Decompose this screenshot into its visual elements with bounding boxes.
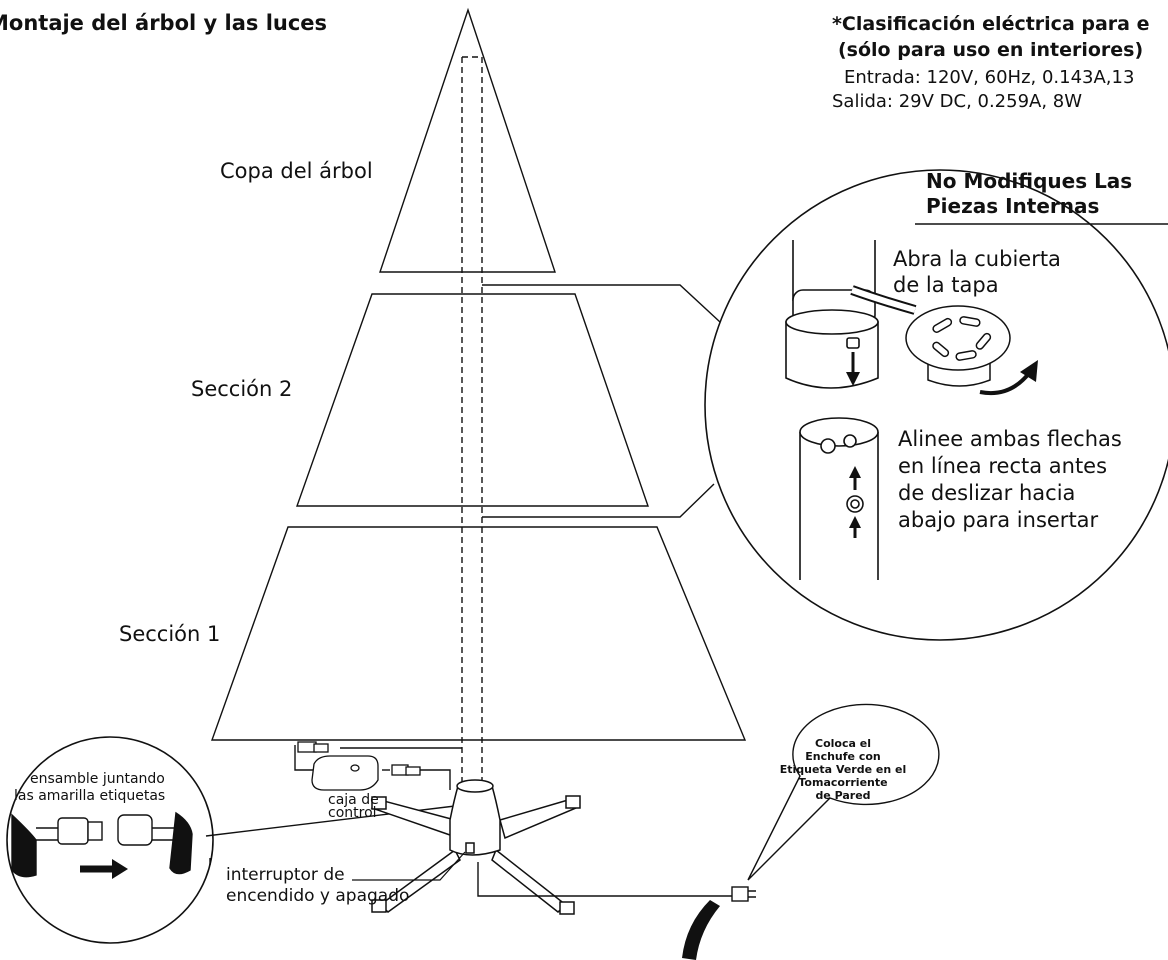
- connector-magnifier-circle: [6, 736, 214, 944]
- warning-line-2: Piezas Internas: [926, 194, 1100, 218]
- connector-label-line-2: las amarilla etiquetas: [14, 788, 166, 804]
- control-box-label-1: caja de: [328, 792, 379, 808]
- label-section-1: Sección 1: [119, 622, 221, 646]
- leader-line-lower: [482, 483, 715, 518]
- tree-top-shape: [379, 7, 556, 273]
- align-line-3: de deslizar hacia: [898, 481, 1076, 505]
- page-title: Montaje del árbol y las luces: [0, 11, 328, 35]
- warning-line-1: No Modifiques Las: [926, 169, 1133, 193]
- label-section-2: Sección 2: [191, 377, 293, 401]
- control-box-label-2: control: [328, 805, 377, 821]
- connector-label-line-1: ensamble juntando: [30, 771, 165, 787]
- spec-output: Salida: 29V DC, 0.259A, 8W: [832, 91, 1083, 112]
- plug-bubble-line-5: de Pared: [815, 789, 871, 802]
- plug-bubble-line-4: Tomacorriente: [798, 776, 888, 789]
- spec-heading: *Clasificación eléctrica para e: [832, 13, 1150, 35]
- switch-label-2: encendido y apagado: [226, 886, 410, 906]
- plug-bubble-shape: [747, 703, 940, 881]
- label-tree-top: Copa del árbol: [220, 159, 373, 183]
- tree-section-2-shape: [296, 293, 649, 507]
- spec-input: Entrada: 120V, 60Hz, 0.143A,13: [844, 67, 1135, 88]
- detail-magnifier-circle: [704, 169, 1168, 641]
- align-line-4: abajo para insertar: [898, 508, 1099, 532]
- open-cap-line-1: Abra la cubierta: [893, 247, 1061, 271]
- spec-indoor-note: (sólo para uso en interiores): [838, 39, 1144, 61]
- plug-bubble-line-1: Coloca el: [815, 737, 871, 750]
- align-line-2: en línea recta antes: [898, 454, 1108, 478]
- align-line-1: Alinee ambas flechas: [898, 427, 1122, 451]
- plug-bubble-line-2: Enchufe con: [805, 750, 881, 763]
- plug-bubble-line-3: Etiqueta Verde en el: [779, 763, 907, 776]
- open-cap-line-2: de la tapa: [893, 273, 999, 297]
- switch-label-1: interruptor de: [226, 865, 345, 885]
- tree-section-1-shape: [211, 526, 747, 741]
- leader-line-upper: [482, 284, 721, 323]
